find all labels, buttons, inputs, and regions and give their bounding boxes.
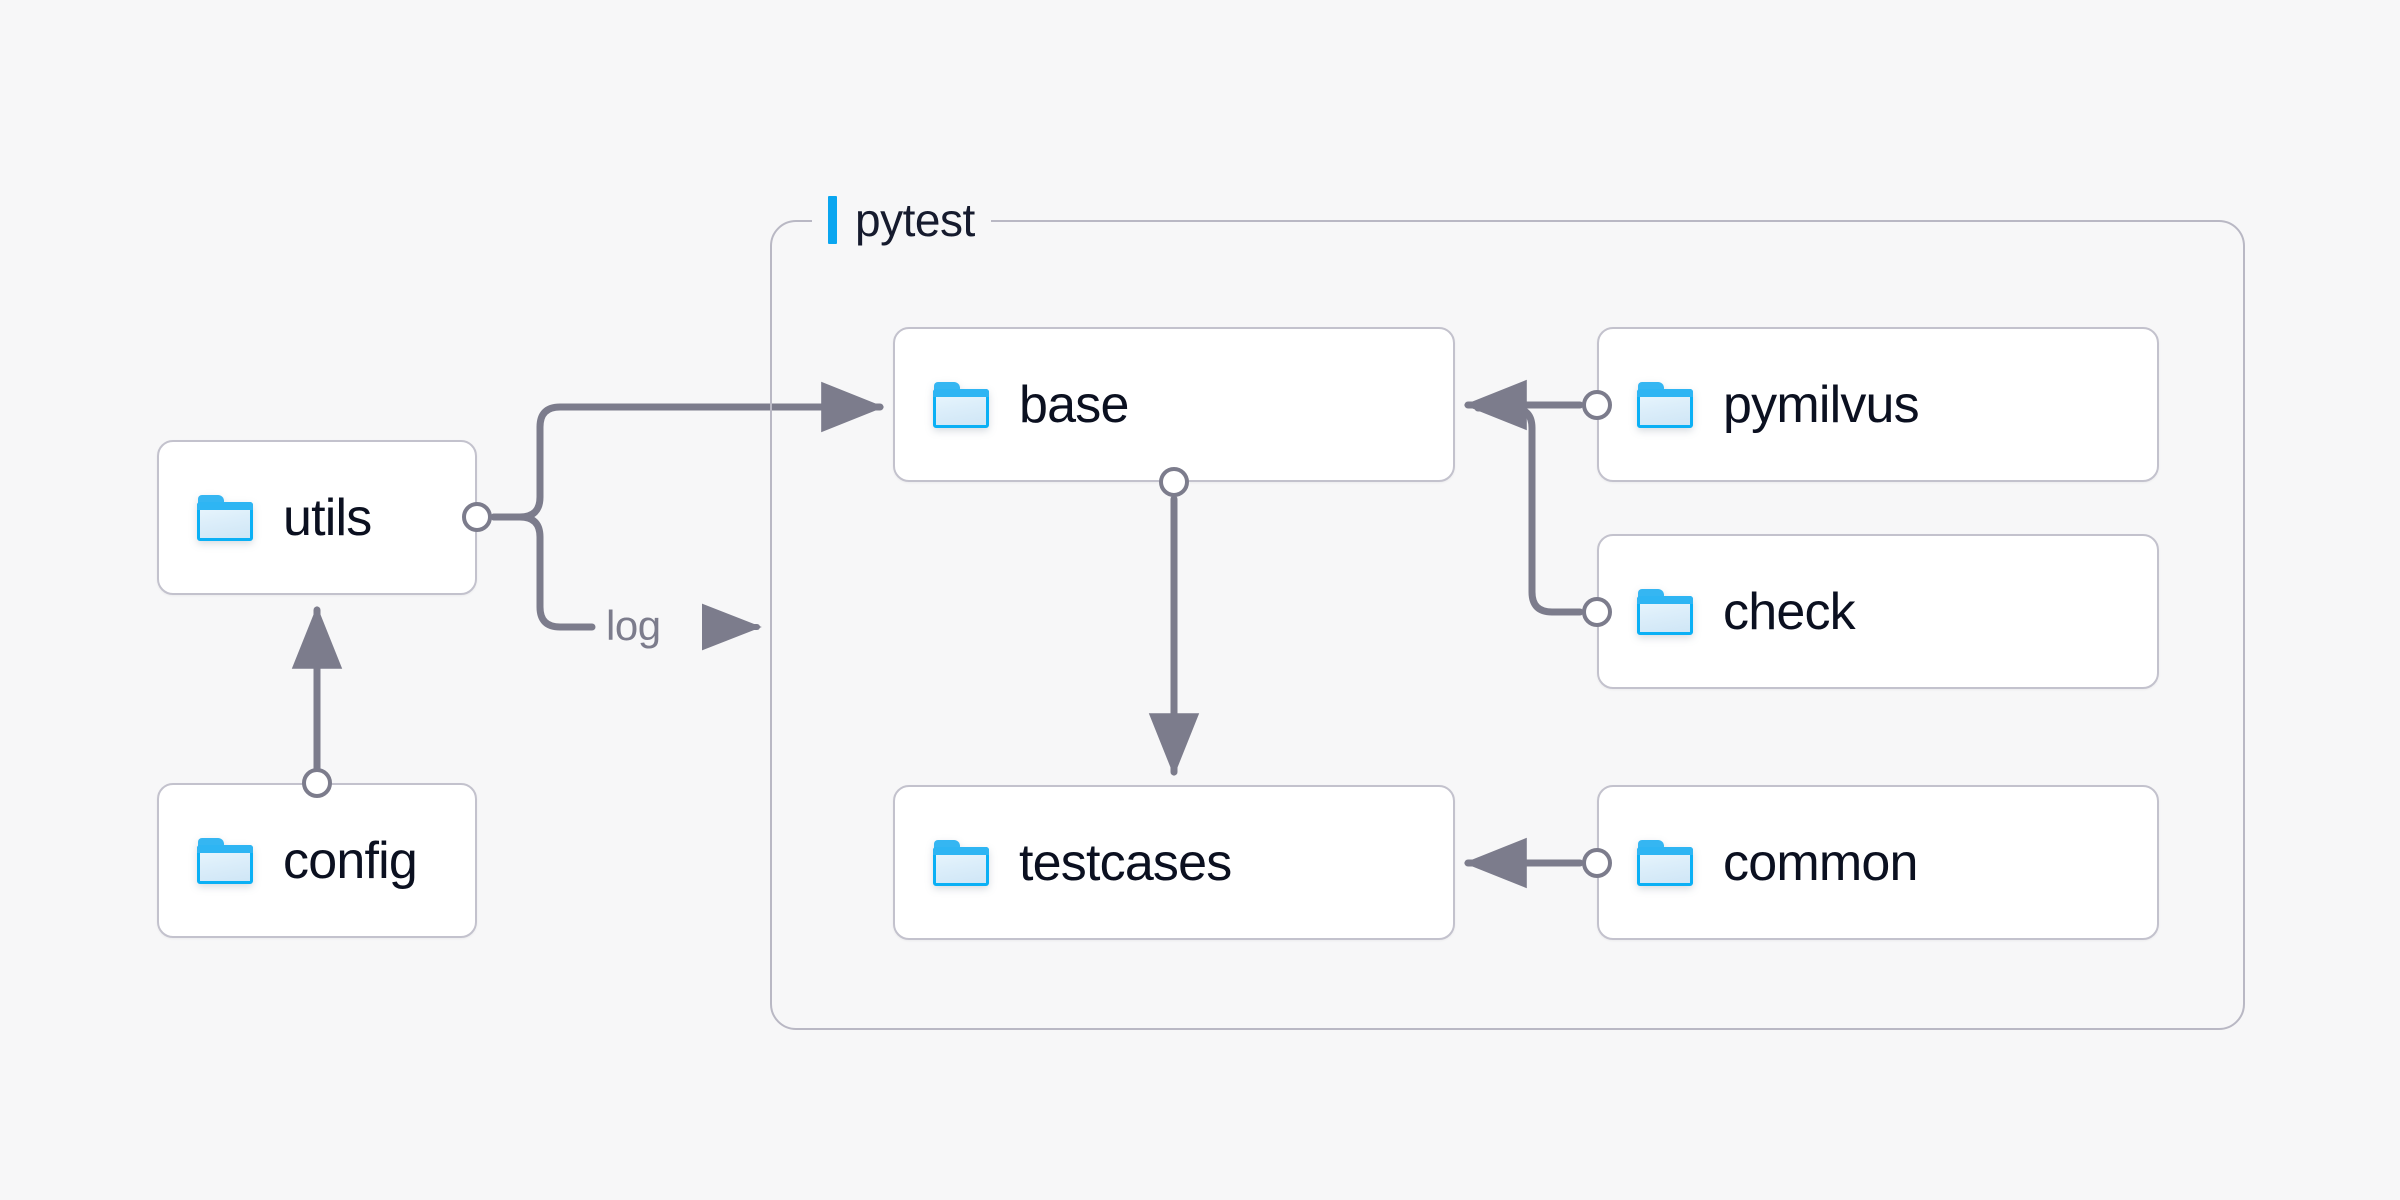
node-label-common: common (1723, 833, 1918, 892)
node-label-base: base (1019, 375, 1129, 434)
node-config[interactable]: config (157, 783, 477, 938)
utils-right-port[interactable] (462, 502, 492, 532)
folder-icon (933, 381, 989, 428)
edge-utils-to-log (490, 513, 596, 631)
node-label-utils: utils (283, 488, 372, 547)
node-pymilvus[interactable]: pymilvus (1597, 327, 2159, 482)
folder-icon (197, 837, 253, 884)
folder-icon (1637, 381, 1693, 428)
node-utils[interactable]: utils (157, 440, 477, 595)
folder-icon (1637, 588, 1693, 635)
node-label-pymilvus: pymilvus (1723, 375, 1920, 434)
folder-icon (933, 839, 989, 886)
pymilvus-left-port[interactable] (1582, 390, 1612, 420)
edge-label-log: log (606, 602, 661, 649)
config-top-port[interactable] (302, 768, 332, 798)
node-testcases[interactable]: testcases (893, 785, 1455, 940)
folder-icon (1637, 839, 1693, 886)
check-left-port[interactable] (1582, 597, 1612, 627)
base-bottom-port[interactable] (1159, 467, 1189, 497)
group-title: pytest (855, 194, 975, 246)
node-label-testcases: testcases (1019, 833, 1232, 892)
node-label-check: check (1723, 582, 1856, 641)
node-common[interactable]: common (1597, 785, 2159, 940)
group-accent-bar (828, 196, 837, 244)
common-left-port[interactable] (1582, 848, 1612, 878)
pytest-group-header: pytest (812, 190, 991, 250)
folder-icon (197, 494, 253, 541)
pytest-group-container[interactable] (770, 220, 2245, 1030)
node-base[interactable]: base (893, 327, 1455, 482)
node-check[interactable]: check (1597, 534, 2159, 689)
node-label-config: config (283, 831, 418, 890)
